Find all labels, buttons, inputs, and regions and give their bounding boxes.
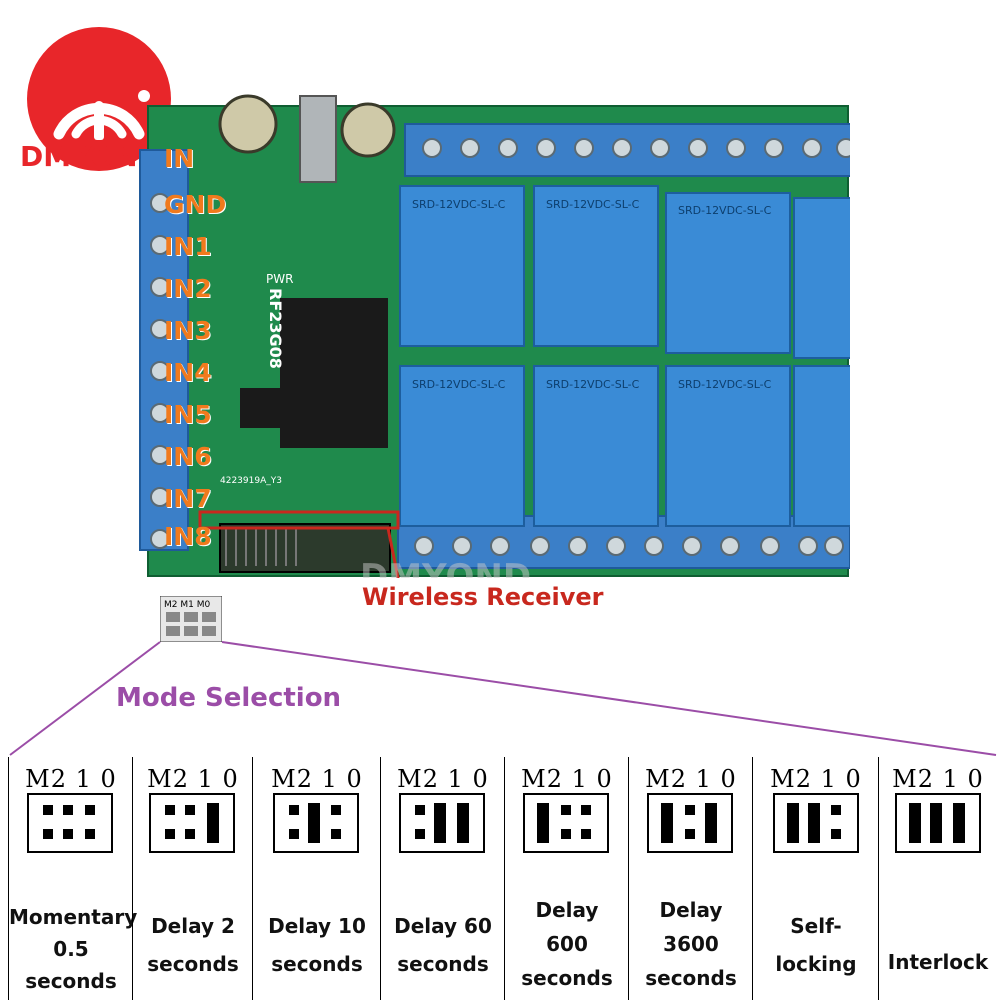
mode-head: M2 1 0: [147, 765, 239, 793]
chip-label: RF23G08: [266, 288, 285, 369]
relay-print: SRD-12VDC-SL-C: [678, 204, 772, 217]
relay-print: SRD-12VDC-SL-C: [412, 198, 506, 211]
wireless-receiver-label: Wireless Receiver: [362, 583, 604, 611]
mode-head: M2 1 0: [892, 765, 984, 793]
watermark-text: DMYOND: [360, 557, 531, 578]
input-label-gnd: GND: [164, 190, 227, 219]
mode-head: M2 1 0: [397, 765, 489, 793]
jumper-diagram: [647, 793, 733, 853]
jumper-diagram: [273, 793, 359, 853]
brand-logo: [27, 27, 171, 171]
jumper-diagram: [773, 793, 859, 853]
mode-cell-interlock: M2 1 0 Interlock: [878, 757, 997, 1000]
mode-caption: Self-locking: [775, 914, 857, 976]
relay-board-image: RF23G08 PWR 4223919A_Y3 SRD-12VDC-SL-C S…: [139, 94, 850, 578]
input-label-in6: IN6: [164, 442, 212, 471]
mode-cell-self-locking: M2 1 0 Self-locking: [752, 757, 879, 1000]
input-label-in5: IN5: [164, 400, 212, 429]
input-label-in4: IN4: [164, 358, 212, 387]
input-label-in7: IN7: [164, 484, 212, 513]
input-label-in: IN: [164, 144, 195, 173]
mode-caption: Interlock: [887, 950, 989, 974]
relay-print: SRD-12VDC-SL-C: [546, 198, 640, 211]
mode-selection-title: Mode Selection: [116, 683, 342, 713]
input-label-in1: IN1: [164, 232, 212, 261]
input-label-in2: IN2: [164, 274, 212, 303]
mode-callout-lines: [9, 641, 997, 756]
mode-head: M2 1 0: [25, 765, 117, 793]
brand-logo-text: DMYOND: [20, 140, 161, 173]
jumper-diagram: [399, 793, 485, 853]
jumper-diagram: [895, 793, 981, 853]
mode-jumper-header: M2 M1 M0: [159, 595, 223, 643]
input-label-in8: IN8: [164, 522, 212, 551]
input-label-in3: IN3: [164, 316, 212, 345]
pwr-label: PWR: [266, 272, 293, 286]
mode-jumper-header-label: M2 M1 M0: [164, 600, 210, 610]
relay-print: SRD-12VDC-SL-C: [678, 378, 772, 391]
jumper-diagram: [523, 793, 609, 853]
mode-head: M2 1 0: [521, 765, 613, 793]
mode-head: M2 1 0: [271, 765, 363, 793]
mode-head: M2 1 0: [770, 765, 862, 793]
mode-head: M2 1 0: [645, 765, 737, 793]
jumper-diagram: [149, 793, 235, 853]
relay-print: SRD-12VDC-SL-C: [546, 378, 640, 391]
relay-print: SRD-12VDC-SL-C: [412, 378, 506, 391]
serial-label: 4223919A_Y3: [220, 476, 282, 486]
jumper-diagram: [27, 793, 113, 853]
